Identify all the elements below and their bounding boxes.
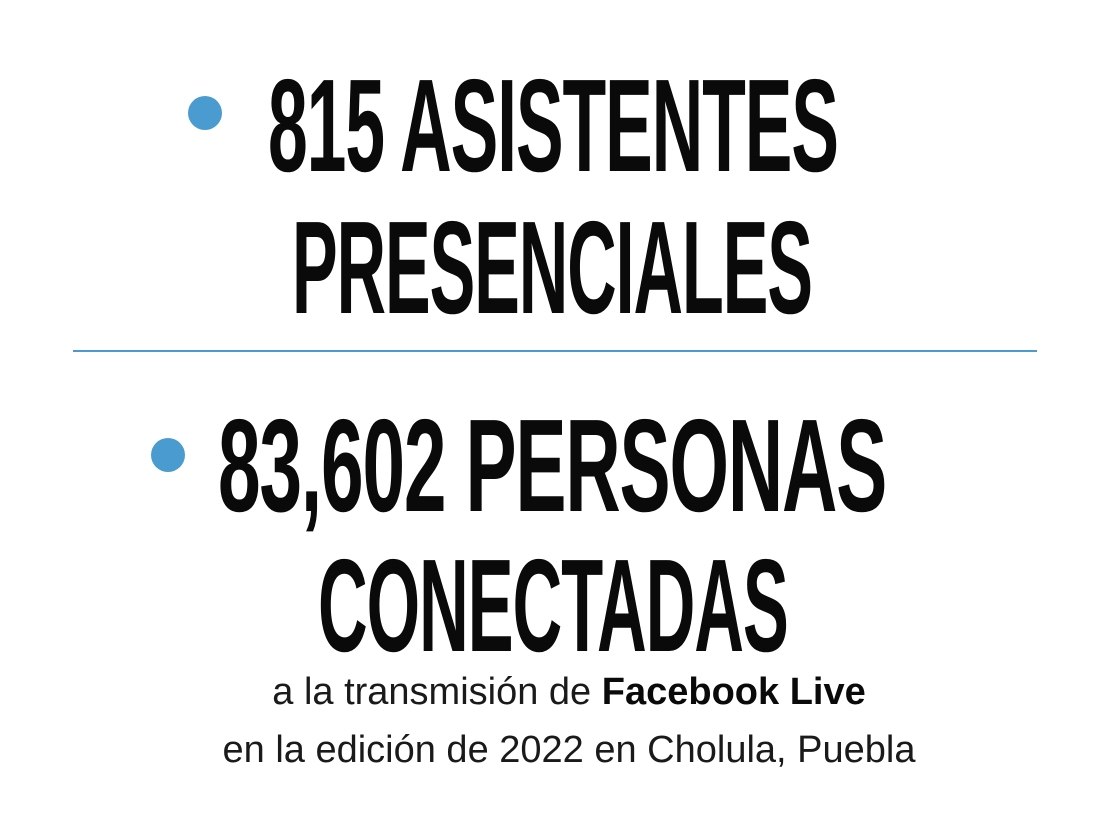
caption-text: a la transmisión de bbox=[272, 671, 602, 713]
stat-1-heading-line-1: 815 ASISTENTES bbox=[268, 52, 839, 199]
stat-2-heading-line-1: 83,602 PERSONAS bbox=[218, 392, 887, 539]
bullet-icon bbox=[151, 438, 185, 472]
caption-line-1: a la transmisión de Facebook Live bbox=[0, 670, 1105, 714]
stat-2-heading-line-2: CONECTADAS bbox=[318, 532, 789, 679]
stat-1-heading-line-2: PRESENCIALES bbox=[292, 194, 813, 341]
bullet-icon bbox=[188, 96, 222, 130]
caption-line-2: en la edición de 2022 en Cholula, Puebla bbox=[222, 729, 916, 771]
caption-highlight: Facebook Live bbox=[601, 671, 866, 713]
divider bbox=[73, 350, 1037, 352]
